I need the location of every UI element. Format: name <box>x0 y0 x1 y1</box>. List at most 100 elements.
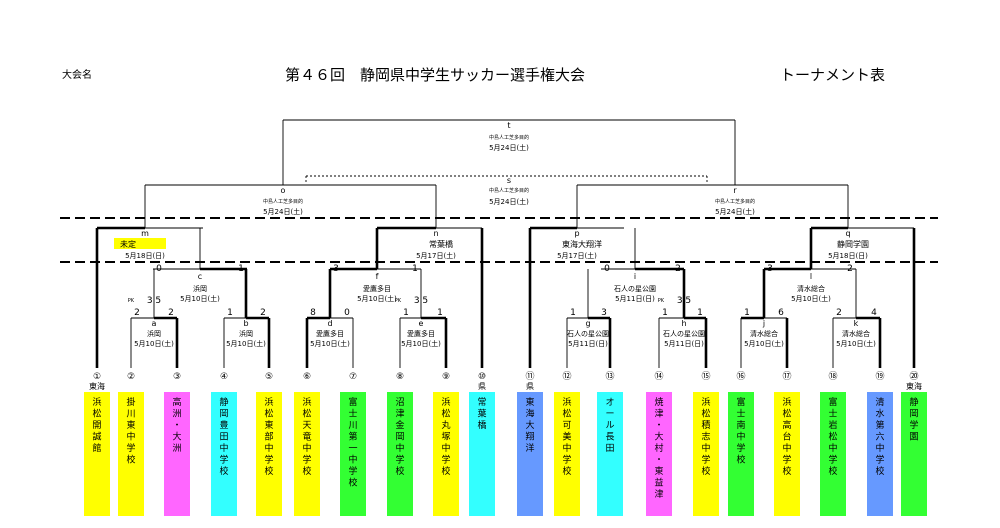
score-left: 2 <box>134 308 140 318</box>
match-venue-round1: 清水総合 <box>842 329 870 338</box>
match-id-round1: a <box>152 319 157 328</box>
team-number: ④ <box>220 372 228 382</box>
match-id-round1: j <box>762 319 765 328</box>
team-name: 静岡学園 <box>909 396 918 443</box>
match-venue-round1: 石人の星公園 <box>567 330 609 338</box>
pk-label: PK <box>128 298 135 304</box>
match-id-quarterfinal: p <box>574 229 579 238</box>
team-name-box <box>84 392 110 516</box>
team-name-box <box>901 392 927 516</box>
team-number: ③ <box>173 372 181 382</box>
match-id-round2: f <box>376 272 379 281</box>
match-venue-quarterfinal: 東海大翔洋 <box>562 239 602 249</box>
match-date-quarterfinal: 5月17日(土) <box>557 251 597 260</box>
team-name: 浜松開誠館 <box>92 397 101 454</box>
match-date-round1: 5月11日(日) <box>664 340 704 348</box>
pk-label: PK <box>658 298 665 304</box>
score-right: 6 <box>778 308 784 318</box>
match-venue-round1: 愛鷹多目 <box>407 329 435 338</box>
score-left: 1 <box>570 308 576 318</box>
match-date-quarterfinal: 5月17日(土) <box>416 251 456 260</box>
score-left: 0 <box>156 264 162 274</box>
match-venue-quarterfinal: 静岡学園 <box>837 239 869 249</box>
match-venue-round1: 愛鷹多目 <box>316 329 344 338</box>
score-right: 4 <box>871 308 877 318</box>
score-left: 2 <box>836 308 842 318</box>
match-id-round2: l <box>810 272 812 281</box>
team-number: ⑤ <box>265 372 273 382</box>
team-name: 掛川東中学校 <box>126 396 135 466</box>
team-name: 浜松丸塚中学校 <box>441 397 450 477</box>
team-number: ⑪ <box>525 371 534 382</box>
match-id-round1: k <box>854 319 859 328</box>
team-name: 静岡豊田中学校 <box>219 396 228 477</box>
team-name-box <box>728 392 754 516</box>
team-name: 浜松可美中学校 <box>562 397 571 477</box>
team-number: ⑯ <box>736 371 745 382</box>
pk-label: PK <box>395 298 402 304</box>
match-date-round1: 5月11日(日) <box>568 340 608 348</box>
team-name: 焼津・大村・東益津 <box>654 397 663 500</box>
match-date-round1: 5月10日(土) <box>836 339 876 348</box>
team-name-box <box>517 392 543 516</box>
match-id-round1: g <box>585 319 590 328</box>
match-date-round1: 5月10日(土) <box>744 339 784 348</box>
match-venue-round1: 清水総合 <box>750 329 778 338</box>
match-date-round2: 5月11日(日) <box>615 295 655 303</box>
team-number: ⑰ <box>782 371 791 382</box>
competition-label: 大会名 <box>62 70 92 81</box>
match-id-quarterfinal: m <box>141 229 149 238</box>
score-left: 0 <box>604 264 610 274</box>
team-name: オール長田 <box>605 397 614 454</box>
match-id-round1: d <box>327 319 332 328</box>
match-date-round1: 5月10日(土) <box>226 339 266 348</box>
team-name-box <box>646 392 672 516</box>
team-number: ② <box>127 372 135 382</box>
team-name: 浜松高台中学校 <box>782 397 791 477</box>
score-left: 1 <box>744 308 750 318</box>
match-venue-round2: 清水総合 <box>797 284 825 293</box>
score-left: 1 <box>662 308 668 318</box>
team-name: 浜松天竜中学校 <box>302 397 311 477</box>
team-number: ⑲ <box>875 371 884 382</box>
team-name: 浜松東部中学校 <box>264 397 273 477</box>
team-number: ① <box>93 372 101 382</box>
team-name: 富士川第一中学校 <box>348 396 357 489</box>
match-venue-round2: 愛鷹多目 <box>363 284 391 293</box>
match-id-quarterfinal: n <box>433 229 438 238</box>
undecided-highlight <box>114 238 166 249</box>
team-number: ⑨ <box>442 372 450 382</box>
match-venue-quarterfinal: 未定 <box>120 239 136 249</box>
team-name-box <box>597 392 623 516</box>
team-name-box <box>554 392 580 516</box>
match-date-round2: 5月10日(土) <box>180 294 220 303</box>
score-right: 2 <box>847 264 853 274</box>
score-right: 1 <box>412 264 418 274</box>
match-venue-semifinal: 中島人工芝多目的 <box>263 198 303 205</box>
team-number: ⑱ <box>828 371 837 382</box>
match-date-round1: 5月10日(土) <box>134 339 174 348</box>
match-id-round1: h <box>681 319 686 328</box>
match-venue-round2: 浜岡 <box>193 284 207 293</box>
team-name-box <box>294 392 320 516</box>
team-number: ⑥ <box>303 372 311 382</box>
match-date-round2: 5月10日(土) <box>357 294 397 303</box>
team-number: ⑳ <box>909 371 918 382</box>
team-number: ⑧ <box>396 372 404 382</box>
match-date-third: 5月24日(土) <box>489 197 529 206</box>
match-id-third: s <box>507 176 511 185</box>
team-number: ⑬ <box>605 371 614 382</box>
match-id-round1: e <box>419 319 424 328</box>
match-id-round1: b <box>243 319 248 328</box>
match-venue-round1: 浜岡 <box>239 329 253 338</box>
match-venue-semifinal: 中島人工芝多目的 <box>715 198 755 205</box>
score-left: 8 <box>310 308 316 318</box>
team-region: 東海 <box>906 381 922 391</box>
team-name-box <box>340 392 366 516</box>
team-number: ⑮ <box>701 371 710 382</box>
team-region: 県 <box>526 382 534 391</box>
team-name-box <box>164 392 190 516</box>
match-venue-round1: 石人の星公園 <box>663 330 705 338</box>
team-name-box <box>211 392 237 516</box>
